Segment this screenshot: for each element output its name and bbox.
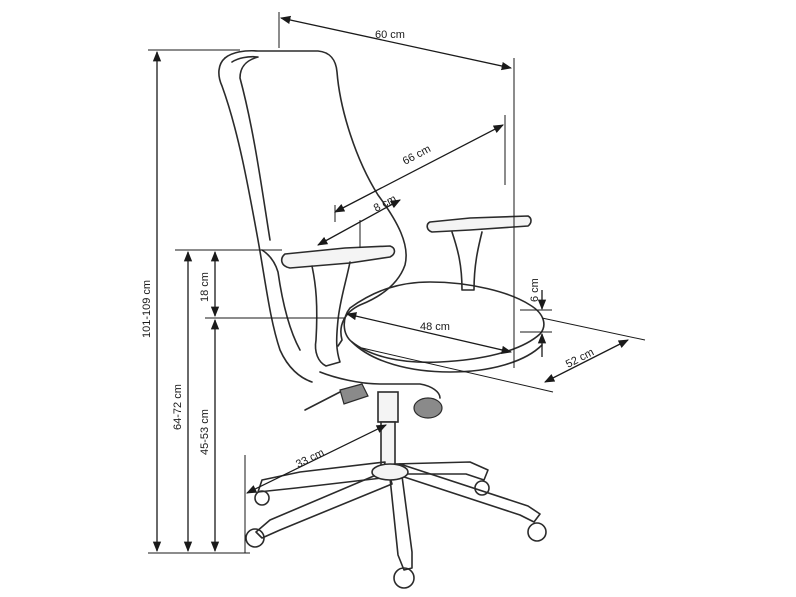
- armrest-pad-far: [426, 215, 532, 233]
- dimension-labels: 60 cm 66 cm 8 cm 18 cm 6 cm 48 cm 52 cm …: [141, 29, 596, 471]
- dim-seat-depth-line: [345, 312, 513, 354]
- lever-handle: [304, 391, 341, 411]
- casters: [245, 480, 547, 589]
- backrest-frame: [231, 55, 271, 241]
- label-seat-floor: 45-53 cm: [199, 409, 211, 455]
- dim-lumbar-line: [317, 199, 401, 246]
- armrest-post-near: [311, 261, 351, 367]
- label-width: 60 cm: [375, 29, 405, 41]
- label-seat-width: 52 cm: [564, 346, 596, 370]
- label-armrest-thickness: 6 cm: [529, 278, 541, 302]
- tilt-lever: [339, 383, 369, 405]
- dim-seat-width-line: [544, 339, 629, 383]
- mechanism: [319, 371, 441, 399]
- label-armrest-floor: 64-72 cm: [172, 384, 184, 430]
- dim-backrest-line: [334, 124, 504, 213]
- label-total-height: 101-109 cm: [141, 280, 153, 338]
- armrest-post-far: [451, 231, 483, 291]
- star-base: [255, 461, 541, 571]
- gas-lift: [380, 421, 396, 468]
- label-lumbar: 8 cm: [372, 193, 399, 215]
- height-knob: [413, 397, 443, 419]
- dimension-lines: [148, 12, 646, 554]
- dim-base-line: [246, 424, 387, 494]
- chair-illustration: [218, 49, 547, 589]
- dim-width-line: [279, 15, 513, 71]
- seat-edge: [351, 341, 543, 373]
- armrest-pad-near: [280, 245, 396, 269]
- backrest-rear: [218, 57, 313, 383]
- label-base-radius: 33 cm: [294, 447, 326, 471]
- gas-lift-top: [377, 391, 399, 423]
- label-seat-depth: 48 cm: [420, 321, 450, 333]
- backrest-inner: [261, 249, 301, 351]
- label-armrest-height: 18 cm: [199, 272, 211, 302]
